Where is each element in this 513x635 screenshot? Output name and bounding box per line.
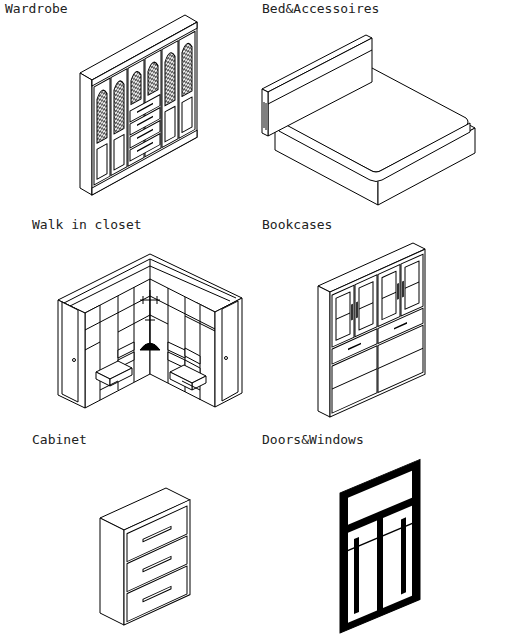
section-label: Bookcases <box>262 217 332 233</box>
cabinet-drawing <box>100 488 190 625</box>
bookcase-drawing <box>318 243 425 417</box>
walk-in-closet-drawing <box>58 254 242 408</box>
door-window-drawing <box>340 459 420 633</box>
section-label: Walk in closet <box>32 217 142 233</box>
section-label: Bed&Accessoires <box>262 1 379 17</box>
wardrobe-drawing <box>80 15 197 195</box>
section-label: Doors&Windows <box>262 432 364 448</box>
section-label: Cabinet <box>32 432 87 448</box>
bed-drawing <box>262 35 475 205</box>
section-label: Wardrobe <box>5 1 68 17</box>
